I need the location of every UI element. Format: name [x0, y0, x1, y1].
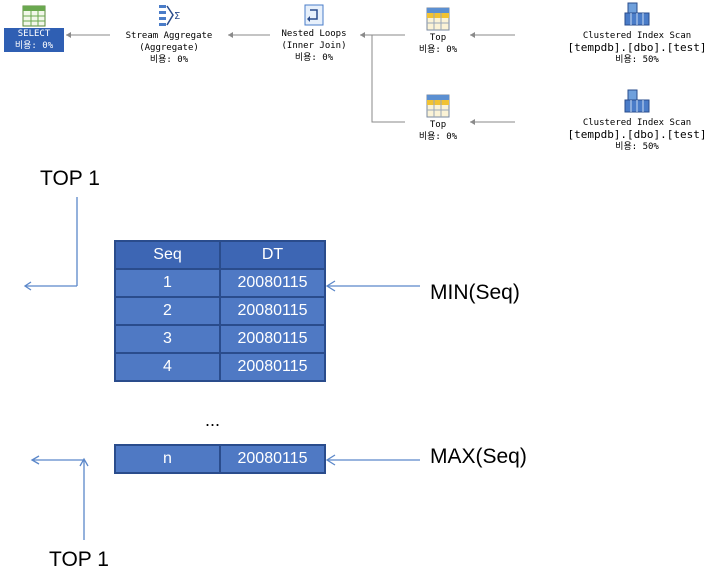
- top-upper-label: Top: [429, 33, 447, 43]
- top-upper-cost: 비용: 0%: [418, 45, 458, 55]
- nested-loops-node[interactable]: Nested Loops (Inner Join) 비용: 0%: [270, 3, 358, 64]
- last-row-table: n 20080115: [114, 444, 326, 474]
- stream-aggregate-icon: Σ: [159, 5, 180, 26]
- table-header-row: Seq DT: [114, 240, 326, 270]
- scan-upper-label: Clustered Index Scan: [582, 31, 692, 41]
- header-seq: Seq: [114, 240, 221, 270]
- scan-upper-object: [tempdb].[dbo].[test]: [567, 41, 707, 54]
- svg-text:Σ: Σ: [174, 11, 180, 22]
- loops-sublabel: (Inner Join): [281, 41, 347, 51]
- top-lower-cost: 비용: 0%: [418, 132, 458, 142]
- plan-connectors: [66, 32, 515, 125]
- cell-seq: 4: [114, 352, 221, 382]
- loops-label: Nested Loops: [281, 29, 347, 39]
- clustered-index-scan-upper[interactable]: Clustered Index Scan [tempdb].[dbo].[tes…: [560, 1, 714, 66]
- top-table-icon: [426, 94, 450, 118]
- aggregate-label: Stream Aggregate: [125, 31, 213, 41]
- table-row: 3 20080115: [114, 324, 326, 354]
- cell-seq: 3: [114, 324, 221, 354]
- max-seq-label: MAX(Seq): [430, 445, 527, 468]
- top-table-icon: [426, 7, 450, 31]
- top-node-upper[interactable]: Top 비용: 0%: [407, 7, 469, 56]
- select-cost: 비용: 0%: [14, 41, 54, 51]
- header-dt: DT: [219, 240, 326, 270]
- table-row: 2 20080115: [114, 296, 326, 326]
- scan-lower-object: [tempdb].[dbo].[test]: [567, 128, 707, 141]
- scan-upper-cost: 비용: 50%: [615, 55, 659, 65]
- cell-seq: n: [114, 444, 221, 474]
- cell-dt: 20080115: [219, 296, 326, 326]
- execution-plan: SELECT 비용: 0% Σ Stream Aggregate (Aggreg…: [0, 0, 714, 158]
- clustered-index-scan-icon: [624, 89, 650, 113]
- table-row: 4 20080115: [114, 352, 326, 382]
- aggregate-cost: 비용: 0%: [149, 55, 189, 65]
- loops-cost: 비용: 0%: [294, 53, 334, 63]
- seq-table: Seq DT 1 20080115 2 20080115 3 20080115 …: [114, 240, 326, 382]
- table-row-last: n 20080115: [114, 444, 326, 474]
- cell-seq: 1: [114, 268, 221, 298]
- ellipsis: ...: [205, 410, 221, 430]
- top1-upper-label: TOP 1: [40, 167, 100, 190]
- select-table-icon: [22, 5, 46, 27]
- top1-lower-label: TOP 1: [49, 548, 109, 571]
- cell-dt: 20080115: [219, 444, 326, 474]
- scan-lower-cost: 비용: 50%: [615, 142, 659, 152]
- cell-dt: 20080115: [219, 324, 326, 354]
- clustered-index-scan-icon: [624, 2, 650, 26]
- nested-loops-icon: [304, 4, 324, 26]
- clustered-index-scan-lower[interactable]: Clustered Index Scan [tempdb].[dbo].[tes…: [560, 88, 714, 153]
- select-label: SELECT: [17, 29, 51, 39]
- cell-dt: 20080115: [219, 268, 326, 298]
- stream-aggregate-node[interactable]: Σ Stream Aggregate (Aggregate) 비용: 0%: [110, 3, 228, 66]
- top-node-lower[interactable]: Top 비용: 0%: [407, 94, 469, 143]
- top-lower-label: Top: [429, 120, 447, 130]
- cell-seq: 2: [114, 296, 221, 326]
- table-row: 1 20080115: [114, 268, 326, 298]
- aggregate-sublabel: (Aggregate): [139, 43, 199, 53]
- select-node[interactable]: SELECT 비용: 0%: [4, 5, 64, 52]
- scan-lower-label: Clustered Index Scan: [582, 118, 692, 128]
- min-seq-label: MIN(Seq): [430, 281, 520, 304]
- cell-dt: 20080115: [219, 352, 326, 382]
